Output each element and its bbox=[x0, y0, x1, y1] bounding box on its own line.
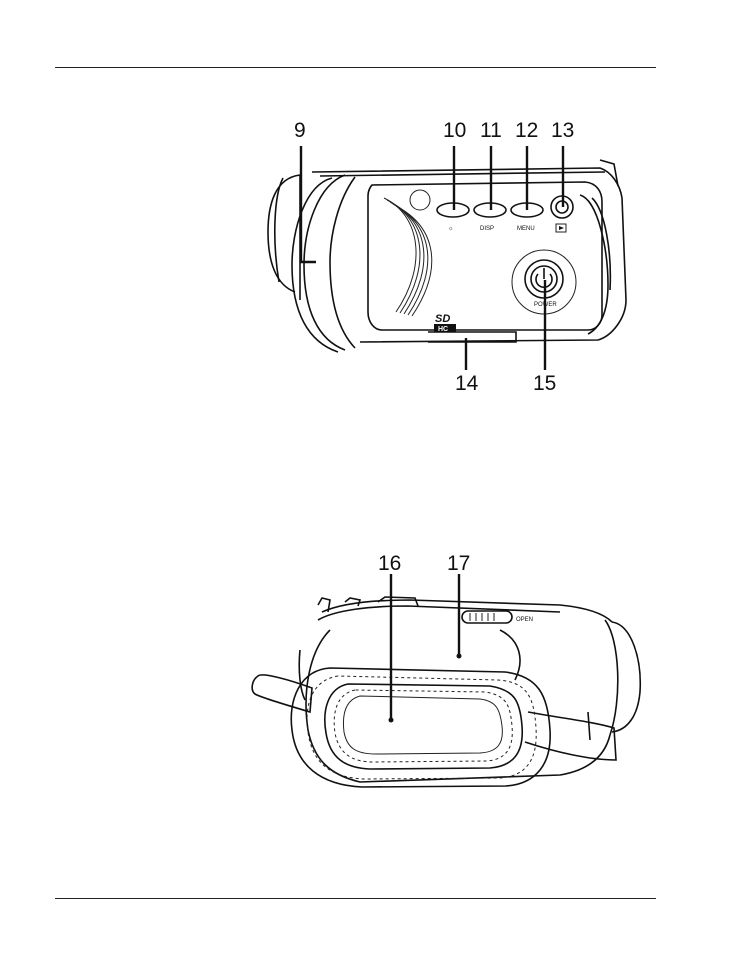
callout-16: 16 bbox=[378, 552, 401, 575]
open-label: OPEN bbox=[516, 617, 533, 623]
callout-17: 17 bbox=[447, 552, 470, 575]
